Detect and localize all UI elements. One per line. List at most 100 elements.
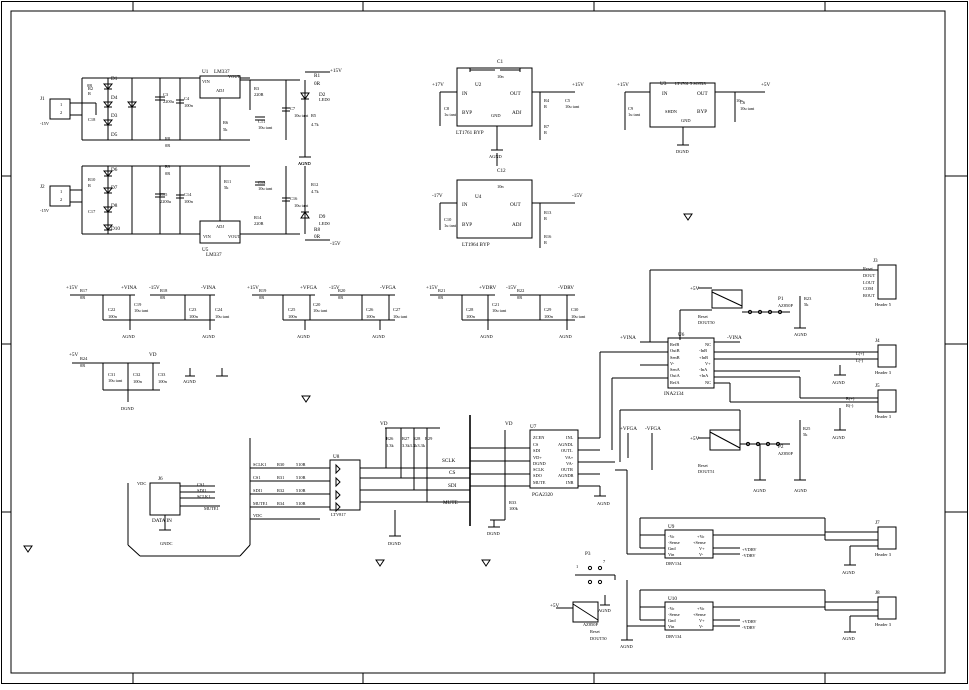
svg-text:RefB: RefB <box>670 342 679 347</box>
svg-text:AGND: AGND <box>480 334 493 339</box>
svg-text:U7: U7 <box>530 424 537 430</box>
svg-text:P2: P2 <box>778 444 784 450</box>
svg-text:GNDC: GNDC <box>160 541 173 546</box>
svg-text:NC: NC <box>705 380 711 385</box>
svg-text:Header 3: Header 3 <box>875 370 892 375</box>
svg-text:0R: 0R <box>314 234 321 240</box>
svg-text:U1: U1 <box>202 69 209 75</box>
svg-text:100n: 100n <box>158 379 168 384</box>
svg-text:LT1761 5 SOT23: LT1761 5 SOT23 <box>675 81 707 86</box>
svg-text:AGND: AGND <box>372 334 385 339</box>
svg-text:R34: R34 <box>277 501 285 506</box>
svg-text:DOUT: DOUT <box>863 273 876 278</box>
svg-text:-Sense: -Sense <box>668 612 680 617</box>
svg-text:R: R <box>544 104 547 109</box>
svg-text:+VDRV: +VDRV <box>742 547 757 552</box>
svg-text:V+: V+ <box>705 361 711 366</box>
svg-text:AGNDL: AGNDL <box>558 442 574 447</box>
u6-left-pins: RefB OutB SenB V- SenA OutA RefA <box>670 342 681 385</box>
svg-text:GND: GND <box>681 118 691 123</box>
svg-text:INA2134: INA2134 <box>664 391 684 397</box>
svg-text:IN: IN <box>462 202 468 208</box>
svg-text:10u tant: 10u tant <box>565 104 580 109</box>
svg-text:Header 5: Header 5 <box>875 302 892 307</box>
svg-text:C18: C18 <box>88 117 96 122</box>
svg-text:100n: 100n <box>544 314 554 319</box>
svg-text:VIN: VIN <box>203 234 212 239</box>
svg-text:-InA: -InA <box>699 367 708 372</box>
svg-text:V-: V- <box>670 361 675 366</box>
svg-text:Reset: Reset <box>698 463 709 468</box>
svg-text:R9: R9 <box>165 164 171 169</box>
svg-text:1u tant: 1u tant <box>444 112 457 117</box>
svg-text:DOUT51: DOUT51 <box>698 469 715 474</box>
svg-text:+Sense: +Sense <box>693 540 706 545</box>
svg-text:AGND: AGND <box>202 334 215 339</box>
svg-text:ADJ: ADJ <box>512 222 522 228</box>
svg-text:C33: C33 <box>158 372 166 377</box>
svg-text:SDI: SDI <box>533 448 541 453</box>
svg-text:+VFGA: +VFGA <box>620 426 637 432</box>
right-connectors: J3 Reset DOUT LOUT COM ROUT Header 5 J4 … <box>825 258 897 641</box>
svg-text:DATA IN: DATA IN <box>152 518 172 524</box>
svg-text:Header 3: Header 3 <box>875 414 892 419</box>
svg-text:510R: 510R <box>296 462 306 467</box>
svg-text:R17: R17 <box>80 288 88 293</box>
svg-text:R5: R5 <box>311 113 317 118</box>
svg-text:R16: R16 <box>544 234 552 239</box>
svg-text:J2: J2 <box>40 184 45 190</box>
svg-text:VDC: VDC <box>137 481 146 486</box>
svg-text:J5: J5 <box>875 383 880 389</box>
svg-text:C6: C6 <box>740 100 746 105</box>
svg-text:R12: R12 <box>311 182 318 187</box>
svg-text:-VDRV: -VDRV <box>742 625 756 630</box>
svg-text:1: 1 <box>60 102 62 107</box>
svg-text:AZ850P: AZ850P <box>778 451 793 456</box>
svg-text:R23: R23 <box>804 296 812 301</box>
svg-text:V+: V+ <box>699 618 705 623</box>
svg-text:P1: P1 <box>778 296 784 302</box>
svg-text:+InB: +InB <box>699 355 708 360</box>
svg-text:CS: CS <box>533 442 539 447</box>
svg-text:1: 1 <box>60 189 62 194</box>
svg-text:IN: IN <box>662 91 668 97</box>
svg-text:5k: 5k <box>224 185 229 190</box>
svg-text:V+: V+ <box>699 546 705 551</box>
svg-text:AGND: AGND <box>794 332 807 337</box>
svg-text:MUTE: MUTE <box>533 480 546 485</box>
svg-text:C22: C22 <box>108 307 115 312</box>
svg-text:DGND: DGND <box>676 149 689 154</box>
svg-text:VOUT: VOUT <box>228 74 241 79</box>
svg-text:220R: 220R <box>254 221 264 226</box>
svg-text:C13: C13 <box>258 180 266 185</box>
svg-text:R31: R31 <box>277 475 284 480</box>
svg-text:L(+): L(+) <box>856 351 865 356</box>
svg-text:R6: R6 <box>223 120 229 125</box>
svg-text:0R: 0R <box>338 295 343 300</box>
svg-text:+VINA: +VINA <box>121 285 137 291</box>
svg-text:U2: U2 <box>475 82 482 88</box>
svg-text:U3: U3 <box>660 81 667 87</box>
svg-text:0R: 0R <box>259 295 264 300</box>
svg-text:C26: C26 <box>366 307 374 312</box>
svg-text:U5: U5 <box>202 247 209 253</box>
svg-text:R4: R4 <box>544 98 550 103</box>
svg-text:AGND: AGND <box>832 435 845 440</box>
svg-text:C14: C14 <box>184 192 192 197</box>
u7-left-pins: ZCEN CS SDI VD+ DGND SCLK SDO MUTE <box>533 435 546 485</box>
svg-text:ZCEN: ZCEN <box>533 435 545 440</box>
svg-text:10u tant: 10u tant <box>215 314 230 319</box>
u7-right-pins: INL AGNDL OUTL VA+ VA- OUTR AGNDR INR <box>558 435 574 485</box>
svg-text:VIN: VIN <box>202 79 211 84</box>
svg-text:3.3k: 3.3k <box>386 443 394 448</box>
svg-text:220R: 220R <box>254 92 264 97</box>
svg-text:C24: C24 <box>215 307 223 312</box>
svg-text:5k: 5k <box>223 127 228 132</box>
svg-text:10u tant: 10u tant <box>313 308 328 313</box>
svg-text:0R: 0R <box>165 171 170 176</box>
